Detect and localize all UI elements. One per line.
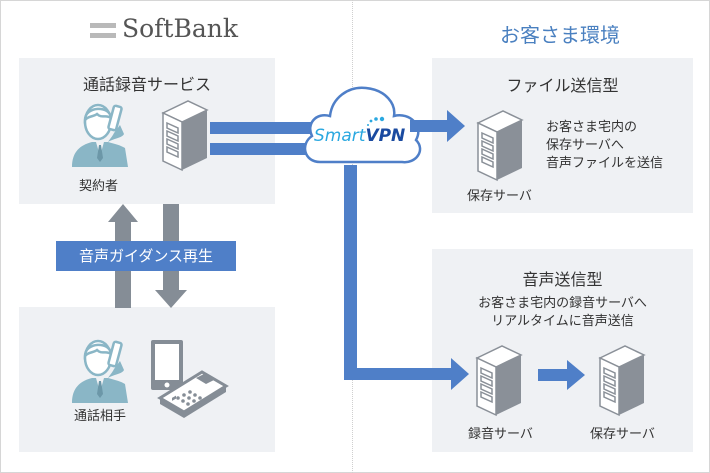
- smartphone-icon: [151, 340, 183, 390]
- arrow-to-voice-type: [344, 165, 469, 390]
- connection-bar-upper: [210, 122, 320, 134]
- smartvpn-brand-vpn: VPN: [365, 126, 406, 146]
- file-type-description: お客さま宅内の 保存サーバへ 音声ファイルを送信: [546, 119, 663, 173]
- file-type-description-line: 保存サーバへ: [546, 138, 624, 153]
- voice-type-title: 音声送信型: [522, 270, 603, 289]
- recording-server-label: 録音サーバ: [468, 427, 533, 442]
- file-type-description-line: お客さま宅内の: [546, 120, 638, 135]
- smartvpn-brand-smart: Smart: [314, 126, 366, 146]
- file-type-description-line: 音声ファイルを送信: [546, 156, 664, 171]
- voice-type-storage-server-label: 保存サーバ: [590, 427, 655, 442]
- call-partner-label: 通話相手: [74, 409, 127, 424]
- contractor-label: 契約者: [79, 179, 119, 194]
- call-partner-person-icon: [72, 339, 128, 403]
- recording-service-title: 通話録音サービス: [82, 75, 211, 94]
- file-type-panel: [432, 58, 693, 213]
- voice-guidance-label: 音声ガイダンス再生: [56, 241, 236, 271]
- file-type-server-label: 保存サーバ: [467, 189, 532, 204]
- connection-bar-lower: [210, 143, 320, 155]
- recording-service-server-icon: [161, 100, 209, 172]
- call-partner-panel: [19, 307, 275, 452]
- voice-type-description-line: お客さま宅内の録音サーバへ: [478, 296, 647, 311]
- contractor-person-icon: [72, 103, 128, 167]
- softbank-logo-text: SoftBank: [122, 14, 239, 43]
- recording-server-icon: [475, 345, 523, 417]
- voice-type-description: お客さま宅内の録音サーバへ リアルタイムに音声送信: [432, 295, 693, 331]
- voice-type-panel: [432, 249, 693, 452]
- file-type-title: ファイル送信型: [506, 76, 619, 95]
- smartvpn-brand: SmartVPN: [314, 126, 405, 146]
- desk-phone-icon: [157, 370, 229, 418]
- voice-type-description-line: リアルタイムに音声送信: [491, 314, 634, 329]
- arrow-to-file-type: [410, 110, 465, 142]
- voice-type-storage-server-icon: [598, 345, 646, 417]
- arrow-recording-to-storage: [538, 360, 585, 390]
- customer-environment-title: お客さま環境: [500, 23, 620, 47]
- file-type-storage-server-icon: [476, 110, 524, 182]
- softbank-logo-icon: [90, 22, 116, 42]
- smartvpn-cloud-icon: [303, 86, 422, 164]
